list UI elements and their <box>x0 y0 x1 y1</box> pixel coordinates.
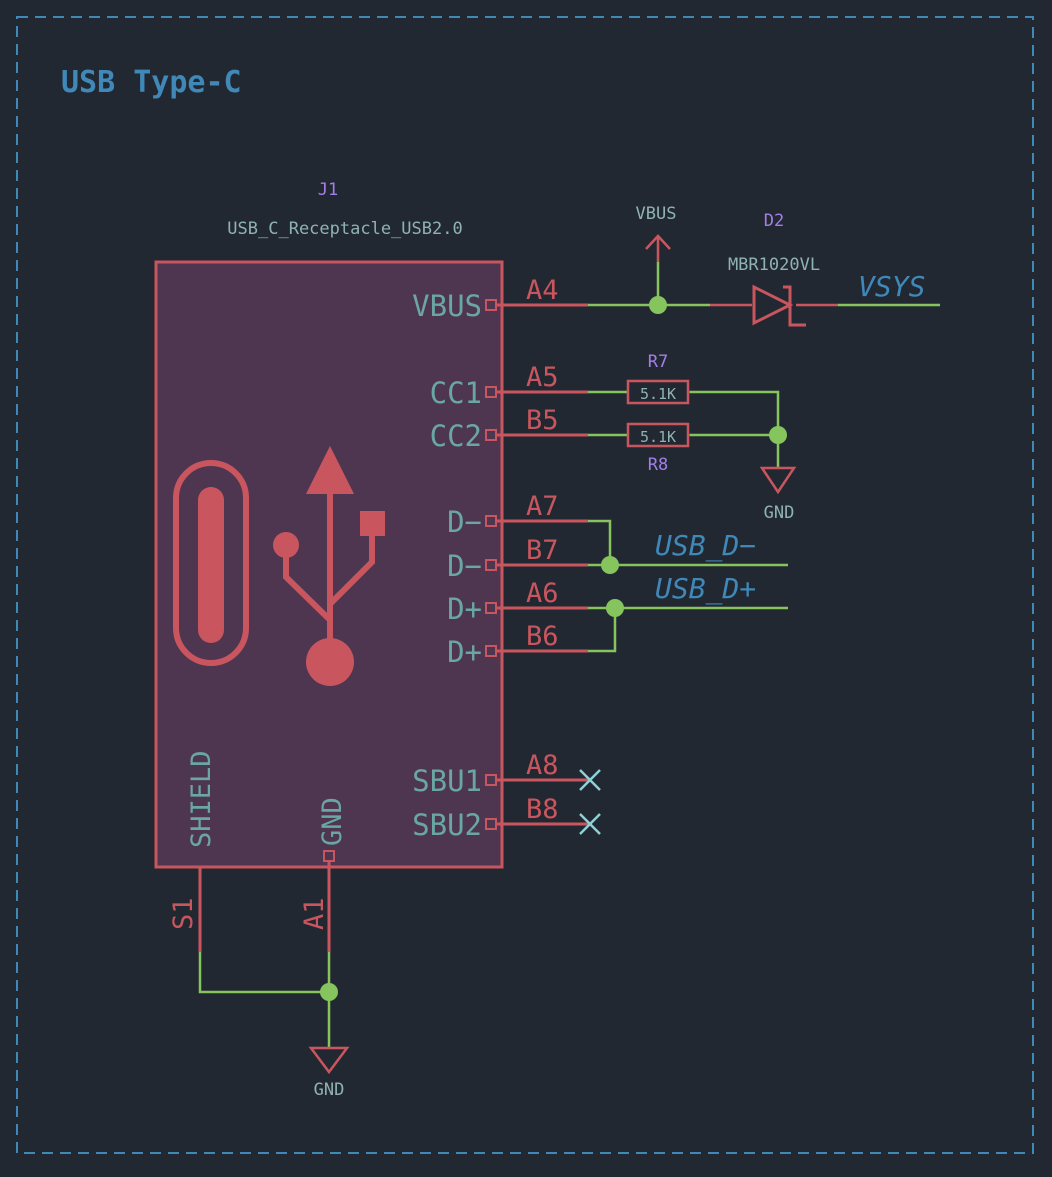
net-label-usb-d-plus[interactable]: USB_D+ <box>655 572 756 606</box>
pin-sbu2: SBU2 B8 <box>412 794 588 842</box>
pin-name: D− <box>447 549 482 583</box>
pin-number: A5 <box>526 362 559 393</box>
pin-name: D+ <box>447 635 482 669</box>
pin-number: S1 <box>168 897 199 930</box>
no-connect-icon <box>579 769 601 791</box>
ground-icon <box>308 1046 350 1075</box>
pin-name: CC2 <box>430 419 482 453</box>
pin-d-minus-b7: D− B7 <box>447 535 588 583</box>
pin-name: D− <box>447 505 482 539</box>
junction-vbus <box>649 296 667 314</box>
ground-label: GND <box>314 1080 345 1100</box>
net-label-vsys[interactable]: VSYS <box>858 270 925 303</box>
pin-gnd: GND A1 <box>299 797 348 952</box>
pin-number: B5 <box>526 405 559 436</box>
connector-value: USB_C_Receptacle_USB2.0 <box>227 219 462 239</box>
wire-r7-gnd <box>690 390 780 468</box>
gnd-symbol-cc[interactable]: GND <box>759 466 797 523</box>
vbus-power-symbol[interactable]: VBUS <box>636 204 677 262</box>
ground-label: GND <box>764 503 795 523</box>
pin-number: B8 <box>526 794 559 825</box>
pin-number: A1 <box>299 897 330 930</box>
junction-d-minus <box>601 556 619 574</box>
pin-cc2: CC2 B5 <box>430 405 588 453</box>
power-arrow-icon <box>645 234 671 262</box>
wire-a7 <box>588 519 612 565</box>
pin-vbus: VBUS A4 <box>412 275 588 323</box>
pin-sbu1: SBU1 A8 <box>412 750 588 798</box>
pin-name: SHIELD <box>186 750 217 848</box>
pin-number: A8 <box>526 750 559 781</box>
junction-gnd <box>320 983 338 1001</box>
pin-name: CC1 <box>430 376 482 410</box>
resistor-r8[interactable]: 5.1K R8 <box>626 422 690 475</box>
pin-d-plus-a6: D+ A6 <box>447 578 588 626</box>
pin-name: SBU1 <box>412 764 482 798</box>
pin-d-minus-a7: D− A7 <box>447 491 588 539</box>
usb-c-connector[interactable]: VBUS A4 CC1 A5 CC2 B5 D− A7 D− B7 <box>154 180 588 952</box>
diode-value: MBR1020VL <box>728 255 820 275</box>
pin-shield: SHIELD S1 <box>168 750 217 952</box>
pin-name: SBU2 <box>412 808 482 842</box>
junction-d-plus <box>606 599 624 617</box>
resistor-value: 5.1K <box>640 428 676 446</box>
resistor-reference: R8 <box>648 455 668 475</box>
resistor-value: 5.1K <box>640 385 676 403</box>
resistor-r7[interactable]: 5.1K R7 <box>626 352 690 405</box>
pin-number: B7 <box>526 535 559 566</box>
pin-cc1: CC1 A5 <box>430 362 588 410</box>
junctions <box>320 296 787 1001</box>
pin-name: GND <box>317 797 348 846</box>
gnd-symbol-main[interactable]: GND <box>308 1046 350 1100</box>
ground-icon <box>759 466 797 495</box>
pin-number: B6 <box>526 621 559 652</box>
sheet-title: USB Type-C <box>61 65 242 100</box>
pin-name: D+ <box>447 592 482 626</box>
no-connect-icon <box>579 813 601 835</box>
resistor-reference: R7 <box>648 352 668 372</box>
diode-d2[interactable]: D2 MBR1020VL <box>710 211 838 327</box>
junction-cc-gnd <box>769 426 787 444</box>
wire-shield-gnd <box>198 952 329 994</box>
pin-d-plus-b6: D+ B6 <box>447 621 588 669</box>
net-label-usb-d-minus[interactable]: USB_D− <box>655 529 756 563</box>
schottky-diode-icon <box>752 284 806 327</box>
diode-reference: D2 <box>764 211 784 231</box>
sheet-border <box>16 16 1034 1154</box>
connector-reference: J1 <box>318 180 338 200</box>
resistor-icon <box>626 379 690 405</box>
no-connects <box>579 769 601 835</box>
pin-name: VBUS <box>412 289 482 323</box>
usb-logo-icon <box>273 446 385 686</box>
power-label: VBUS <box>636 204 677 224</box>
usb-c-receptacle-icon <box>173 460 249 666</box>
pin-number: A4 <box>526 275 559 306</box>
resistor-icon <box>626 422 690 448</box>
pin-number: A6 <box>526 578 559 609</box>
wire-b6 <box>588 608 617 653</box>
pin-number: A7 <box>526 491 559 522</box>
